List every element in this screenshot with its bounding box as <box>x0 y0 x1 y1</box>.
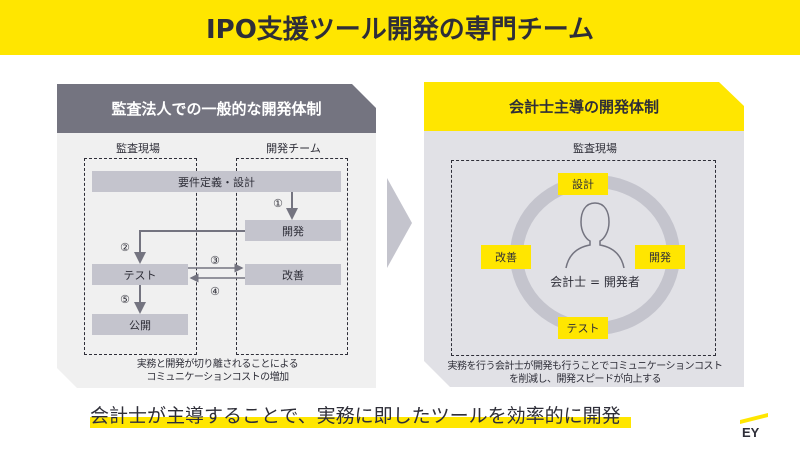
cycle-step-test: テスト <box>558 317 608 339</box>
box-improvement: 改善 <box>245 264 341 285</box>
box-improvement-label: 改善 <box>282 268 304 282</box>
cycle-step-development-label: 開発 <box>649 251 671 264</box>
bottom-message: 会計士が主導することで、実務に即したツールを効率的に開発 <box>90 398 631 430</box>
ey-logo-beam-icon <box>740 413 768 424</box>
right-caption-line-1: 実務を行う会計士が開発も行うことでコミュニケーションコスト <box>447 361 724 372</box>
cycle-step-improvement: 改善 <box>481 245 531 269</box>
left-caption-line-1: 実務と開発が切り離されることによる <box>136 359 299 370</box>
box-release: 公開 <box>92 314 188 335</box>
transition-arrow-icon <box>387 178 412 268</box>
dev-team-dashed-box <box>236 158 348 355</box>
box-test: テスト <box>92 264 188 285</box>
box-test-label: テスト <box>123 268 157 282</box>
step-number-4: ④ <box>210 285 220 298</box>
box-development-label: 開発 <box>282 224 304 238</box>
right-panel-caption: 実務を行う会計士が開発も行うことでコミュニケーションコスト を削減し、開発スピー… <box>440 360 730 386</box>
cycle-step-development: 開発 <box>635 245 685 269</box>
column-label-dev-team: 開発チーム <box>266 142 321 155</box>
bottom-message-highlight <box>90 417 631 428</box>
right-panel-header: 会計士主導の開発体制 <box>424 82 744 131</box>
box-requirements-label: 要件定義・設計 <box>178 175 255 189</box>
accountant-equals-developer-label: 会計士 = 開発者 <box>550 275 640 289</box>
cycle-step-improvement-label: 改善 <box>495 251 517 264</box>
left-panel-caption: 実務と開発が切り離されることによる コミュニケーションコストの増加 <box>85 358 350 384</box>
page-title: IPO支援ツール開発の専門チーム <box>205 15 595 45</box>
person-icon <box>565 202 625 269</box>
step-number-3: ③ <box>210 254 220 267</box>
ey-logo: EY <box>740 413 770 448</box>
left-caption-line-2: コミュニケーションコストの増加 <box>146 372 289 383</box>
right-panel-title: 会計士主導の開発体制 <box>508 98 659 116</box>
cycle-step-design-label: 設計 <box>572 178 594 191</box>
cycle-step-design: 設計 <box>558 173 608 195</box>
arrow-step-2 <box>134 230 245 264</box>
cycle-step-test-label: テスト <box>566 322 600 335</box>
step-number-1: ① <box>273 197 283 210</box>
left-panel-title: 監査法人での一般的な開発体制 <box>111 100 322 118</box>
step-number-2: ② <box>120 241 130 254</box>
box-development: 開発 <box>245 220 341 241</box>
column-label-audit-field: 監査現場 <box>116 142 160 155</box>
right-caption-line-2: を削減し、開発スピードが向上する <box>509 374 662 385</box>
audit-field-dashed-box-right <box>451 160 716 356</box>
bottom-message-text: 会計士が主導することで、実務に即したツールを効率的に開発 <box>90 404 621 427</box>
audit-field-dashed-box <box>84 158 197 355</box>
box-requirements-design: 要件定義・設計 <box>92 171 341 192</box>
ey-logo-text: EY <box>742 425 760 440</box>
column-label-audit-field-right: 監査現場 <box>573 142 617 155</box>
step-number-5: ⑤ <box>120 293 130 306</box>
left-panel-header: 監査法人での一般的な開発体制 <box>57 84 376 133</box>
box-release-label: 公開 <box>129 318 151 332</box>
flow-arrows <box>134 192 298 314</box>
title-band: IPO支援ツール開発の専門チーム <box>0 0 800 55</box>
